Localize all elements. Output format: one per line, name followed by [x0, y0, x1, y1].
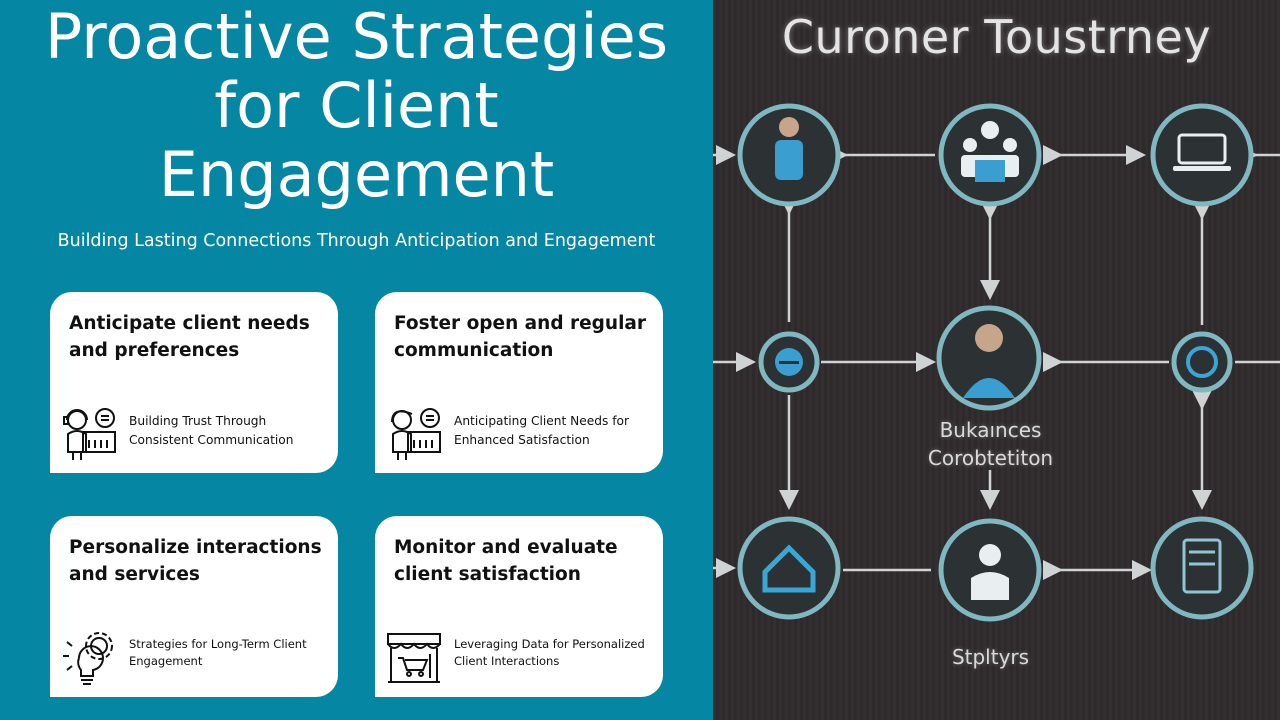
card-subtext: Leveraging Data for Personalized Client …	[454, 637, 645, 668]
card-subtext: Strategies for Long-Term Client Engageme…	[129, 637, 307, 668]
journey-diagram-graphic	[713, 0, 1280, 720]
card-subtext: Building Trust Through Consistent Commun…	[129, 414, 294, 447]
image-title: Curoner Toustrney	[781, 10, 1212, 64]
image-center-label: Bukaınces Corobtetiton	[927, 418, 1054, 470]
image-bottom-label: Stpltyrs	[951, 645, 1030, 669]
card-heading: Foster open and regular communication	[394, 313, 647, 361]
slide-title: Proactive Strategies for Client Engageme…	[44, 0, 669, 211]
card-anticipate: Anticipate client needs and preferences …	[50, 292, 338, 473]
customer-journey-image: Curoner Toustrney Bukaınces Corobtetiton…	[713, 0, 1280, 720]
card-heading: Personalize interactions and services	[69, 537, 322, 585]
card-communication: Foster open and regular communication An…	[375, 292, 663, 473]
storefront-cart-icon	[387, 633, 441, 683]
card-heading: Anticipate client needs and preferences	[69, 313, 310, 361]
support-agent-icon	[63, 408, 116, 460]
card-personalize: Personalize interactions and services St…	[50, 516, 338, 697]
card-subtext: Anticipating Client Needs for Enhanced S…	[454, 414, 630, 447]
lightbulb-gear-icon	[63, 632, 113, 685]
slide-subtitle: Building Lasting Connections Through Ant…	[57, 231, 656, 251]
card-heading: Monitor and evaluate client satisfaction	[394, 537, 618, 585]
card-monitor: Monitor and evaluate client satisfaction…	[375, 516, 663, 697]
left-panel: Proactive Strategies for Client Engageme…	[44, 0, 669, 697]
customer-service-icon	[391, 408, 441, 460]
